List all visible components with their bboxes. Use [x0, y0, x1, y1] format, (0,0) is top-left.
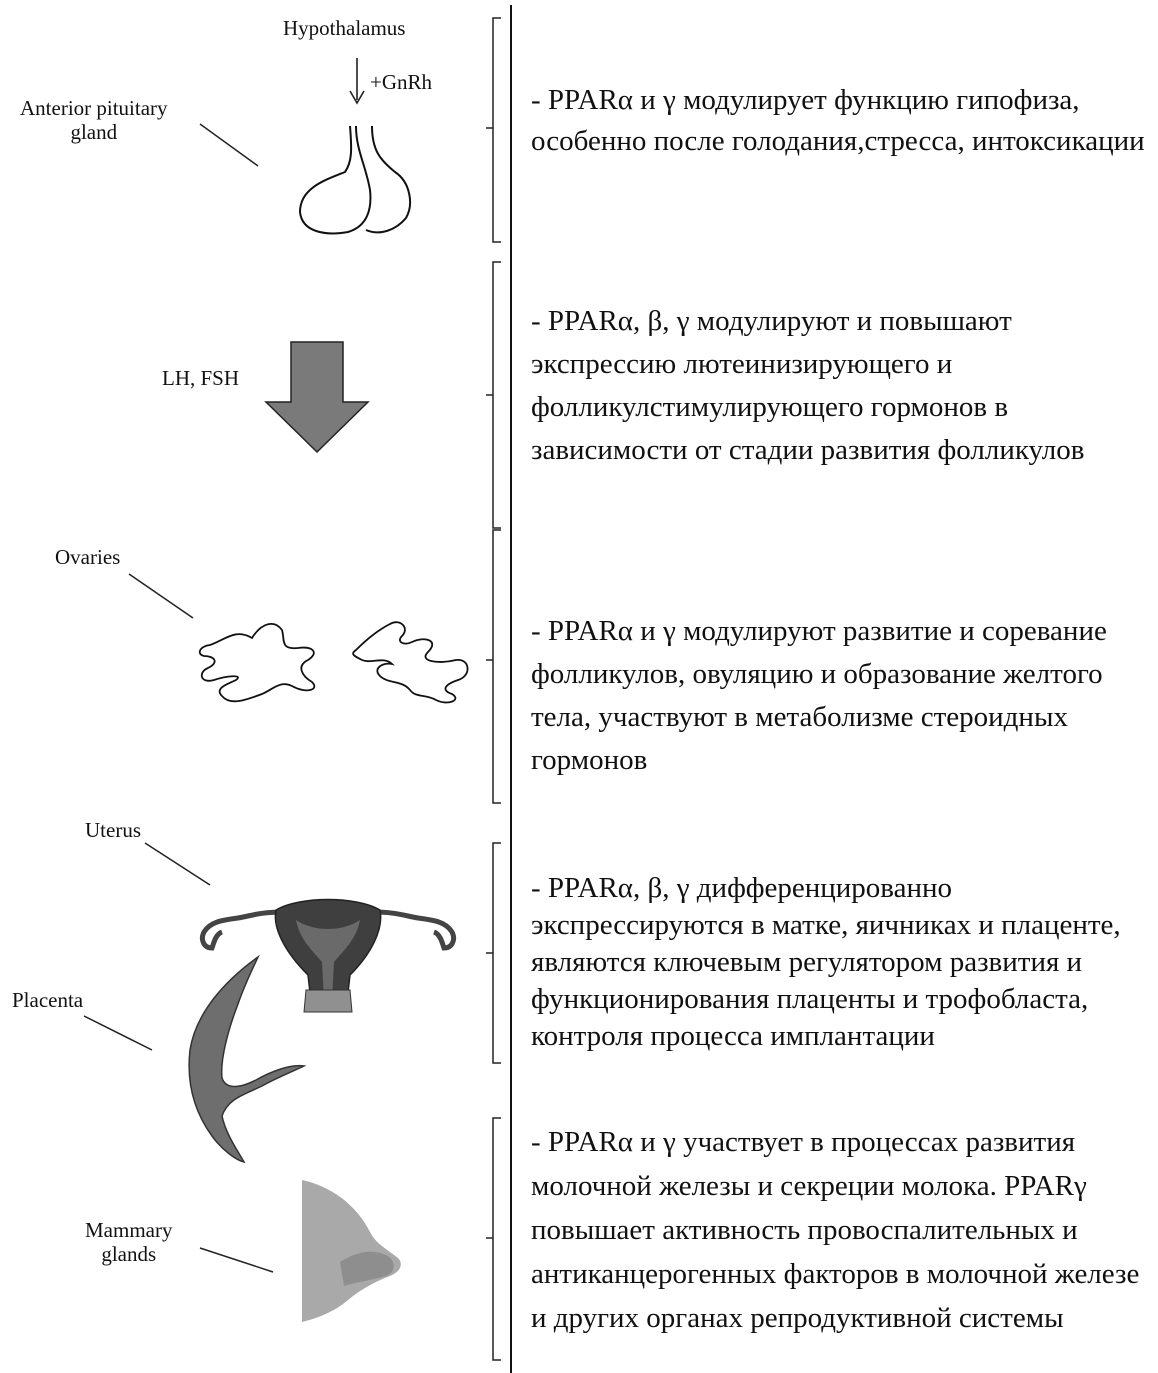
gnrh-arrow-head [349, 90, 365, 105]
description-mammary: - PPARα и γ участвует в процессах развит… [531, 1126, 1140, 1334]
pituitary-leader-line [199, 123, 259, 167]
label-mammary: Mammary glands [85, 1218, 173, 1266]
label-ovaries: Ovaries [55, 545, 121, 569]
label-lh-fsh: LH, FSH [162, 366, 240, 390]
mammary-drawing [302, 1180, 401, 1322]
description-ovaries: - PPARα и γ модулируют развитие и сорева… [531, 615, 1107, 776]
mammary-leader-line [199, 1247, 274, 1273]
label-placenta: Placenta [12, 988, 84, 1012]
placenta-drawing [188, 954, 307, 1164]
bracket-uterus-placenta [486, 842, 501, 1064]
ovary-right-drawing [352, 621, 469, 704]
lh-fsh-big-arrow [264, 341, 370, 454]
bracket-ovaries [486, 529, 501, 804]
description-hormones: - PPARα, β, γ модулируют и повышают эксп… [531, 305, 1085, 466]
ovaries-leader-line [128, 573, 194, 619]
description-pituitary: - PPARα и γ модулирует функцию гипофиза,… [531, 84, 1145, 157]
bracket-mammary [486, 1117, 501, 1361]
pituitary-gland-drawing [298, 125, 411, 235]
label-uterus: Uterus [85, 818, 141, 842]
label-anterior-pituitary: Anterior pituitary gland [20, 96, 168, 144]
bracket-pituitary [486, 17, 501, 243]
description-uterus-placenta: - PPARα, β, γ дифференцированно экспресс… [531, 872, 1121, 1052]
mammary-shading [340, 1251, 394, 1286]
label-gnrh: +GnRh [370, 70, 433, 94]
uterus-drawing [199, 898, 457, 1013]
label-hypothalamus: Hypothalamus [283, 16, 406, 40]
placenta-leader-line [83, 1015, 153, 1051]
ovary-left-drawing [198, 623, 316, 703]
bracket-hormones [486, 261, 501, 529]
uterus-leader-line [144, 842, 211, 886]
